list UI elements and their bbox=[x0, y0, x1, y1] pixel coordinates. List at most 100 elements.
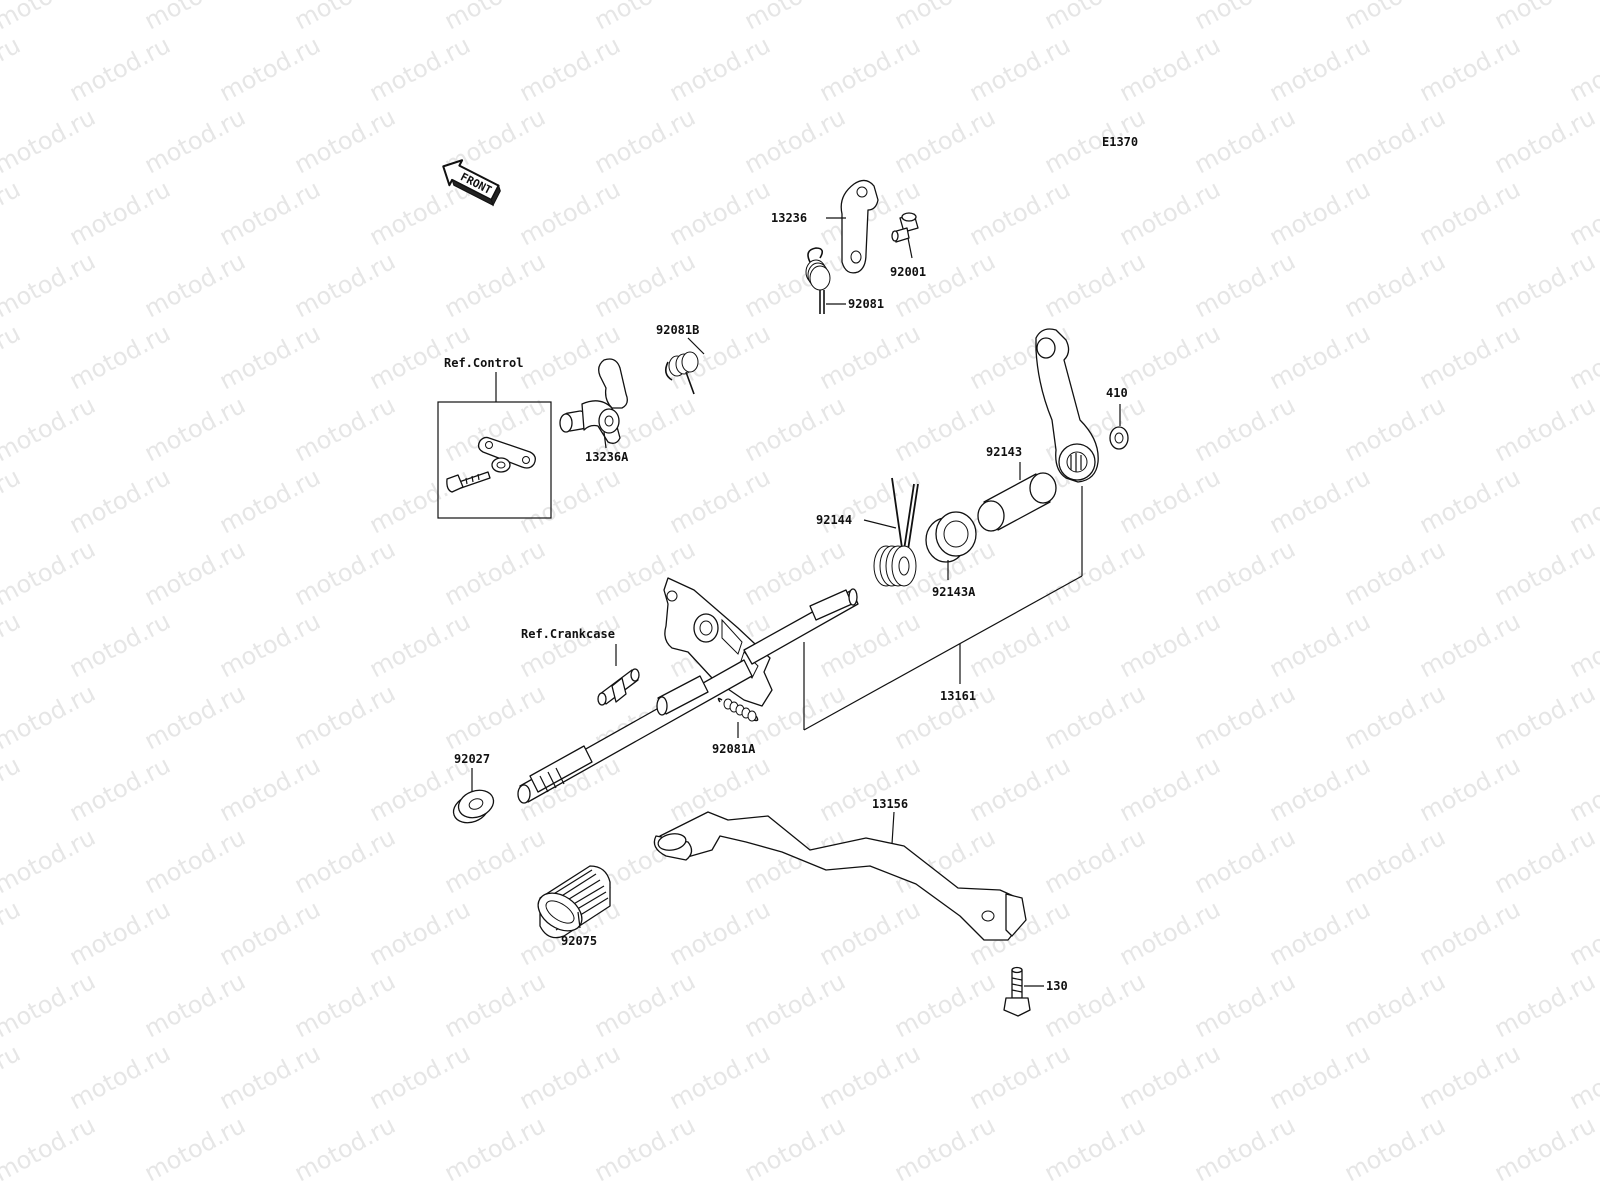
watermark-text: motod.ru bbox=[665, 1039, 775, 1115]
watermark-text: motod.ru bbox=[140, 535, 250, 611]
watermark-text: motod.ru bbox=[290, 0, 400, 35]
watermark-text: motod.ru bbox=[965, 175, 1075, 251]
watermark-text: motod.ru bbox=[215, 319, 325, 395]
watermark-text: motod.ru bbox=[1340, 391, 1450, 467]
watermark-text: motod.ru bbox=[1115, 751, 1225, 827]
watermark-text: motod.ru bbox=[1190, 0, 1300, 35]
watermark-text: motod.ru bbox=[440, 967, 550, 1043]
watermark-text: motod.ru bbox=[65, 175, 175, 251]
watermark-text: motod.ru bbox=[140, 103, 250, 179]
watermark-text: motod.ru bbox=[140, 1111, 250, 1187]
watermark-text: motod.ru bbox=[0, 679, 100, 755]
watermark-text: motod.ru bbox=[1415, 319, 1525, 395]
watermark-text: motod.ru bbox=[1115, 463, 1225, 539]
part-92143a-drawing bbox=[925, 511, 977, 563]
watermark-text: motod.ru bbox=[0, 103, 100, 179]
watermark-text: motod.ru bbox=[665, 175, 775, 251]
watermark-text: motod.ru bbox=[590, 0, 700, 35]
watermark-text: motod.ru bbox=[1565, 751, 1600, 827]
watermark-text: motod.ru bbox=[0, 895, 25, 971]
watermark-text: motod.ru bbox=[965, 607, 1075, 683]
watermark-text: motod.ru bbox=[65, 895, 175, 971]
watermark-text: motod.ru bbox=[1490, 967, 1600, 1043]
watermark-text: motod.ru bbox=[140, 247, 250, 323]
watermark-text: motod.ru bbox=[65, 607, 175, 683]
watermark-text: motod.ru bbox=[815, 895, 925, 971]
watermark-text: motod.ru bbox=[665, 751, 775, 827]
part-92027-label: 92027 bbox=[454, 752, 490, 766]
watermark-text: motod.ru bbox=[1340, 679, 1450, 755]
watermark-text: motod.ru bbox=[365, 895, 475, 971]
watermark-text: motod.ru bbox=[1190, 967, 1300, 1043]
control-plate-icon bbox=[477, 436, 536, 469]
part-92144-drawing bbox=[873, 477, 919, 587]
watermark-text: motod.ru bbox=[1265, 751, 1375, 827]
watermark-text: motod.ru bbox=[590, 103, 700, 179]
watermark-text: motod.ru bbox=[365, 463, 475, 539]
watermark-text: motod.ru bbox=[140, 967, 250, 1043]
watermark-text: motod.ru bbox=[515, 175, 625, 251]
watermark-text: motod.ru bbox=[290, 535, 400, 611]
watermark-text: motod.ru bbox=[0, 247, 100, 323]
watermark-text: motod.ru bbox=[1340, 1111, 1450, 1187]
watermark-text: motod.ru bbox=[1265, 319, 1375, 395]
watermark-text: motod.ru bbox=[440, 247, 550, 323]
part-92081-drawing bbox=[805, 247, 831, 314]
watermark-text: motod.ru bbox=[140, 679, 250, 755]
part-130-label: 130 bbox=[1046, 979, 1068, 993]
part-13156-drawing bbox=[653, 811, 1027, 941]
watermark-text: motod.ru bbox=[815, 31, 925, 107]
watermark-text: motod.ru bbox=[290, 103, 400, 179]
watermark-text: motod.ru bbox=[1265, 31, 1375, 107]
part-410-drawing bbox=[1109, 426, 1129, 450]
watermark-text: motod.ru bbox=[1490, 0, 1600, 35]
watermark-text: motod.ru bbox=[440, 679, 550, 755]
watermark-text: motod.ru bbox=[0, 535, 100, 611]
watermark-text: motod.ru bbox=[65, 319, 175, 395]
watermark-text: motod.ru bbox=[740, 391, 850, 467]
watermark-text: motod.ru bbox=[1490, 103, 1600, 179]
part-92001-label: 92001 bbox=[890, 265, 926, 279]
part-13236-drawing bbox=[840, 179, 879, 274]
part-92143-label: 92143 bbox=[986, 445, 1022, 459]
watermark-text: motod.ru bbox=[215, 751, 325, 827]
part-92081a-label: 92081A bbox=[712, 742, 756, 756]
watermark-text: motod.ru bbox=[365, 1039, 475, 1115]
watermark-text: motod.ru bbox=[815, 1039, 925, 1115]
watermark-text: motod.ru bbox=[665, 463, 775, 539]
watermark-text: motod.ru bbox=[1565, 1039, 1600, 1115]
watermark-text: motod.ru bbox=[0, 751, 25, 827]
watermark-text: motod.ru bbox=[1040, 823, 1150, 899]
diagram-code: E1370 bbox=[1102, 135, 1138, 149]
ref-control-group: Ref.Control bbox=[437, 356, 552, 519]
watermark-text: motod.ru bbox=[890, 247, 1000, 323]
watermark-text: motod.ru bbox=[1415, 1039, 1525, 1115]
watermark-text: motod.ru bbox=[0, 1039, 25, 1115]
watermark-text: motod.ru bbox=[1115, 1039, 1225, 1115]
part-13236-label: 13236 bbox=[771, 211, 807, 225]
watermark-text: motod.ru bbox=[290, 247, 400, 323]
watermark-text: motod.ru bbox=[890, 103, 1000, 179]
watermark-text: motod.ru bbox=[1490, 247, 1600, 323]
watermark-text: motod.ru bbox=[1115, 607, 1225, 683]
watermark-text: motod.ru bbox=[0, 967, 100, 1043]
watermark-text: motod.ru bbox=[1490, 823, 1600, 899]
watermark-text: motod.ru bbox=[815, 319, 925, 395]
watermark-text: motod.ru bbox=[515, 463, 625, 539]
watermark-text: motod.ru bbox=[1565, 463, 1600, 539]
watermark-text: motod.ru bbox=[590, 1111, 700, 1187]
watermark-text: motod.ru bbox=[890, 1111, 1000, 1187]
watermark-text: motod.ru bbox=[515, 607, 625, 683]
watermark-text: motod.ru bbox=[1040, 247, 1150, 323]
watermark-text: motod.ru bbox=[1115, 31, 1225, 107]
watermark-text: motod.ru bbox=[215, 463, 325, 539]
control-washer-icon bbox=[491, 457, 511, 473]
watermark-text: motod.ru bbox=[1265, 895, 1375, 971]
ref-control-label: Ref.Control bbox=[444, 356, 523, 370]
watermark-text: motod.ru bbox=[890, 967, 1000, 1043]
watermark-text: motod.ru bbox=[1115, 175, 1225, 251]
watermark-text: motod.ru bbox=[1115, 319, 1225, 395]
part-92081a-drawing bbox=[717, 697, 759, 722]
watermark-text: motod.ru bbox=[365, 31, 475, 107]
